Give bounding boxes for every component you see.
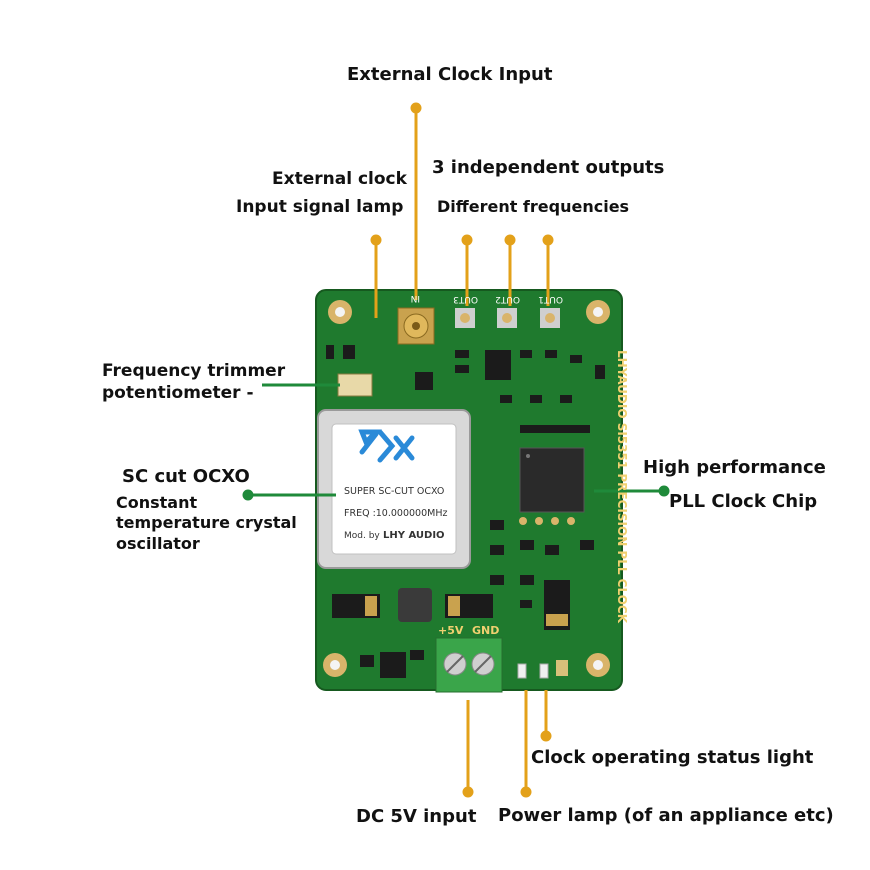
- callout-lines-green: [242, 383, 670, 501]
- board-out3-label: OUT3: [453, 294, 478, 304]
- ocxo-brand: LHY AUDIO: [383, 530, 445, 541]
- ocxo-can: [317, 409, 471, 569]
- label-power-lamp: Power lamp (of an appliance etc): [498, 805, 834, 826]
- label-pll-2: PLL Clock Chip: [669, 491, 818, 512]
- board-plus5v-label: +5V: [438, 624, 464, 637]
- trimmer-pot: [337, 373, 373, 397]
- label-ocxo-1: Constant: [116, 493, 198, 512]
- label-trimmer-2: potentiometer -: [102, 383, 254, 403]
- label-trimmer-1: Frequency trimmer: [102, 361, 286, 381]
- pll-chip: [519, 447, 585, 513]
- board-out1-label: OUT1: [538, 294, 563, 304]
- label-ocxo-3: oscillator: [116, 534, 200, 553]
- inductor: [398, 588, 432, 622]
- board-side-text: LHYAUDIO SI5351 PRECISION PLL CLOCK: [615, 350, 629, 624]
- board-out2-label: OUT2: [495, 294, 520, 304]
- output-connectors: [455, 308, 560, 328]
- smd-components: [326, 345, 605, 667]
- label-status-light: Clock operating status light: [531, 747, 814, 768]
- label-ocxo-2: temperature crystal: [116, 513, 297, 532]
- callout-lines: [370, 102, 554, 798]
- terminal-block: [435, 637, 503, 693]
- ocxo-label-line2: FREQ :10.000000MHz: [344, 508, 447, 519]
- ocxo-label-line3: Mod. by: [344, 531, 380, 541]
- status-led: [539, 663, 549, 679]
- label-outputs-2: Different frequencies: [437, 197, 630, 216]
- label-dc-input: DC 5V input: [356, 806, 477, 827]
- board-gnd-label: GND: [472, 624, 499, 637]
- power-led: [517, 663, 527, 679]
- sma-connector: [397, 307, 435, 345]
- label-external-clock-lamp-2: Input signal lamp: [236, 197, 404, 217]
- label-external-clock-lamp-1: External clock: [272, 169, 407, 189]
- regulator: [380, 652, 406, 678]
- label-pll-1: High performance: [643, 457, 826, 478]
- label-ocxo-title: SC cut OCXO: [122, 466, 250, 487]
- test-pads: [519, 517, 575, 525]
- label-outputs-1: 3 independent outputs: [432, 157, 665, 178]
- ocxo-label-line1: SUPER SC-CUT OCXO: [344, 486, 444, 497]
- board-in-label: IN: [411, 293, 420, 303]
- mounting-holes: [323, 300, 610, 677]
- capacitors: [332, 580, 570, 630]
- label-external-clock-input: External Clock Input: [347, 64, 553, 85]
